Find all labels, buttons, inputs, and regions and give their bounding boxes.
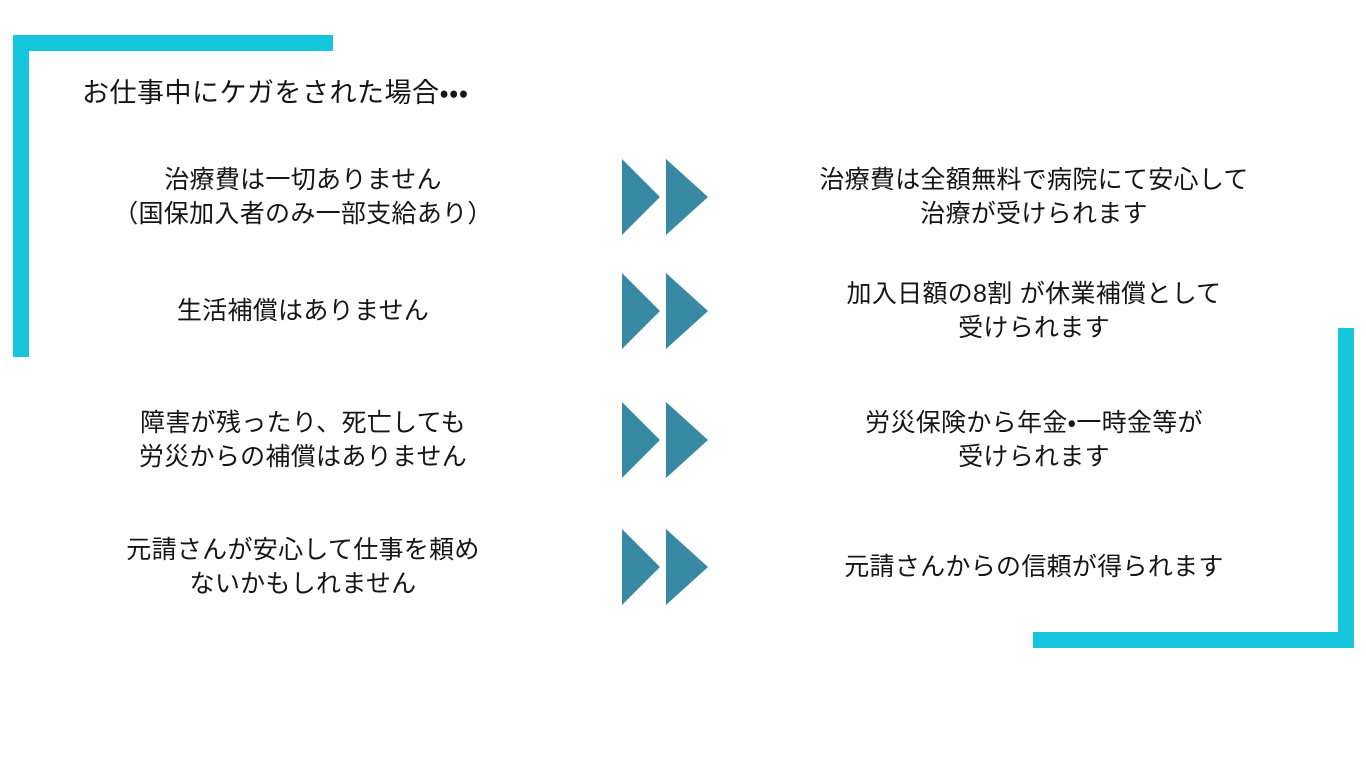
bracket-top-left-vertical: [13, 35, 29, 357]
before-text: 障害が残ったり、死亡しても 労災からの補償はありません: [138, 408, 468, 472]
comparison-row: 治療費は一切ありません （国保加入者のみ一部支給あり） 治療費は全額無料で病院に…: [0, 156, 1366, 238]
comparison-row: 障害が残ったり、死亡しても 労災からの補償はありません 労災保険から年金・一時金…: [0, 399, 1366, 481]
double-chevron-right-icon: [622, 529, 708, 605]
arrow-cell: [600, 159, 730, 235]
slide-heading: お仕事中にケガをされた場合・・・: [82, 78, 469, 108]
double-chevron-right-icon: [622, 402, 708, 478]
bracket-bottom-right-horizontal: [1033, 632, 1354, 648]
after-text: 元請さんからの信頼が得られます: [844, 552, 1224, 581]
arrow-cell: [600, 273, 730, 349]
before-text: 生活補償はありません: [176, 296, 430, 325]
double-chevron-right-icon: [622, 273, 708, 349]
arrow-cell: [600, 402, 730, 478]
bracket-top-left-horizontal: [13, 35, 333, 51]
comparison-row: 元請さんが安心して仕事を頼め ないかもしれません 元請さんからの信頼が得られます: [0, 526, 1366, 608]
bracket-bottom-right-vertical: [1338, 328, 1354, 648]
arrow-cell: [600, 529, 730, 605]
after-text: 加入日額の8割 が休業補償として 受けられます: [846, 279, 1222, 343]
comparison-row: 生活補償はありません 加入日額の8割 が休業補償として 受けられます: [0, 270, 1366, 352]
double-chevron-right-icon: [622, 159, 708, 235]
after-text: 治療費は全額無料で病院にて安心して 治療が受けられます: [819, 165, 1249, 229]
before-text: 元請さんが安心して仕事を頼め ないかもしれません: [126, 535, 480, 599]
before-text: 治療費は一切ありません （国保加入者のみ一部支給あり）: [113, 165, 493, 229]
after-text: 労災保険から年金・一時金等が 受けられます: [865, 408, 1203, 472]
